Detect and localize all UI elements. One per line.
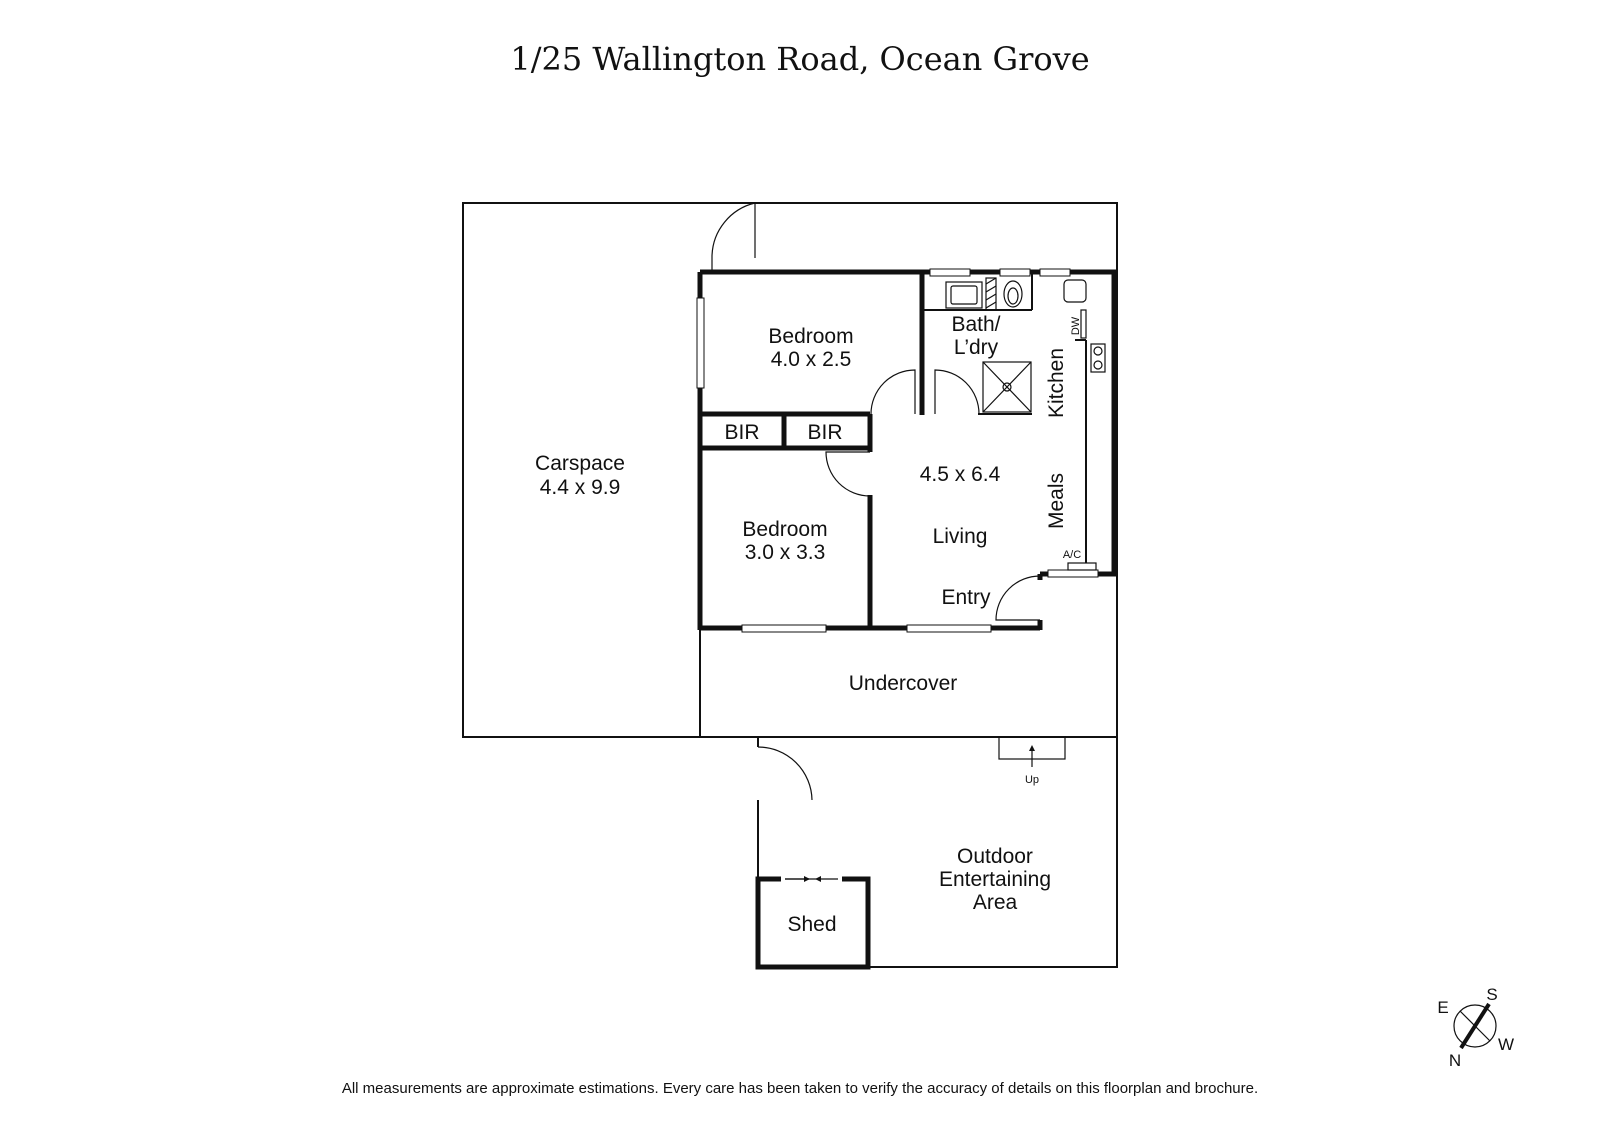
bath-label-line2: L’dry bbox=[954, 336, 999, 359]
interior-walls bbox=[700, 272, 1087, 628]
carspace-size: 4.4 x 9.9 bbox=[540, 476, 621, 499]
bir1-label: BIR bbox=[724, 421, 759, 444]
bedroom2-name: Bedroom bbox=[742, 518, 827, 541]
bath-fixtures bbox=[945, 277, 1032, 413]
bedroom1-name: Bedroom bbox=[768, 325, 853, 348]
bir2-label: BIR bbox=[807, 421, 842, 444]
outdoor-label-line3: Area bbox=[973, 891, 1018, 914]
carspace-name: Carspace bbox=[535, 452, 625, 475]
kitchen-fixtures bbox=[1063, 279, 1106, 571]
compass-west: W bbox=[1498, 1035, 1514, 1054]
shed-label: Shed bbox=[787, 913, 836, 936]
outdoor-label-line1: Outdoor bbox=[957, 845, 1033, 868]
shed-walls bbox=[755, 876, 871, 970]
up-label: Up bbox=[1025, 774, 1039, 786]
undercover-label: Undercover bbox=[849, 672, 958, 695]
windows bbox=[696, 268, 1099, 633]
living-size: 4.5 x 6.4 bbox=[920, 463, 1001, 486]
kitchen-label: Kitchen bbox=[1045, 348, 1068, 418]
bedroom2-size: 3.0 x 3.3 bbox=[745, 541, 826, 564]
interior-doors bbox=[825, 369, 1041, 621]
disclaimer: All measurements are approximate estimat… bbox=[341, 1080, 1259, 1097]
compass-icon bbox=[1453, 1002, 1497, 1050]
ac-label: A/C bbox=[1063, 549, 1081, 561]
entry-label: Entry bbox=[941, 586, 991, 609]
bedroom1-size: 4.0 x 2.5 bbox=[771, 348, 852, 371]
compass-east: E bbox=[1437, 998, 1448, 1017]
gate-door-top bbox=[711, 202, 756, 272]
bath-label-line1: Bath/ bbox=[951, 313, 1000, 336]
outdoor-label-line2: Entertaining bbox=[939, 868, 1051, 891]
meals-label: Meals bbox=[1045, 473, 1068, 529]
page-title: 1/25 Wallington Road, Ocean Grove bbox=[510, 40, 1090, 78]
dw-label: DW bbox=[1070, 316, 1082, 335]
carspace-boundary bbox=[462, 202, 1118, 738]
compass-north: N bbox=[1449, 1051, 1461, 1070]
compass-south: S bbox=[1486, 985, 1497, 1004]
living-name: Living bbox=[933, 525, 988, 548]
